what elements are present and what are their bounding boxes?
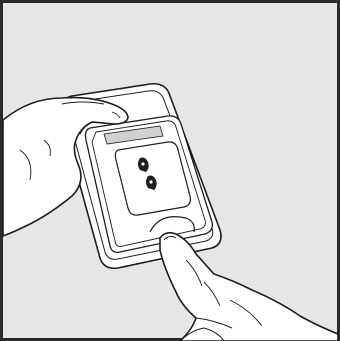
outlet-cover-illustration xyxy=(0,0,340,341)
illustration xyxy=(0,0,340,341)
